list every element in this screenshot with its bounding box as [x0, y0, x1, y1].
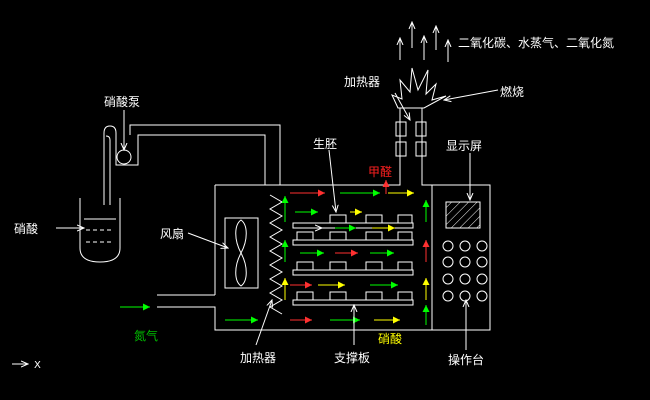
acid-supply-pipe-inner	[105, 135, 111, 205]
label-operation-panel: 操作台	[448, 352, 484, 367]
label-nitrogen: 氮气	[134, 328, 158, 343]
label-axis-x: X	[34, 360, 41, 371]
label-fan: 风扇	[160, 226, 184, 241]
nitric-acid-pump	[116, 149, 132, 165]
label-formaldehyde: 甲醛	[368, 164, 392, 179]
acid-supply-pipe	[103, 125, 266, 205]
label-green-body: 生胚	[313, 137, 337, 151]
control-buttons	[442, 240, 488, 302]
label-heater-bottom: 加热器	[240, 351, 276, 365]
heater-coil	[269, 194, 283, 315]
label-nitric-acid-left: 硝酸	[14, 221, 38, 236]
exhaust-arrows	[400, 22, 448, 62]
leader-lines	[56, 89, 499, 350]
label-heater-top: 加热器	[344, 75, 380, 89]
flow-arrows	[120, 189, 414, 324]
label-support-plate: 支撑板	[334, 350, 370, 365]
label-display-screen: 显示屏	[446, 139, 482, 153]
vertical-flow-arrows	[281, 180, 430, 325]
label-nitric-acid-pump: 硝酸泵	[104, 94, 140, 109]
label-nitric-acid-bottom: 硝酸	[378, 331, 402, 346]
acid-supply-pipe-outer	[129, 124, 281, 185]
label-exhaust-gases: 二氧化碳、水蒸气、二氧化氮	[458, 35, 614, 50]
label-combustion: 燃烧	[500, 84, 524, 99]
acid-beaker	[79, 198, 121, 263]
exhaust-heater	[395, 121, 427, 157]
fan-icon	[224, 217, 259, 289]
furnace-body	[157, 107, 491, 331]
display-screen	[445, 201, 481, 229]
